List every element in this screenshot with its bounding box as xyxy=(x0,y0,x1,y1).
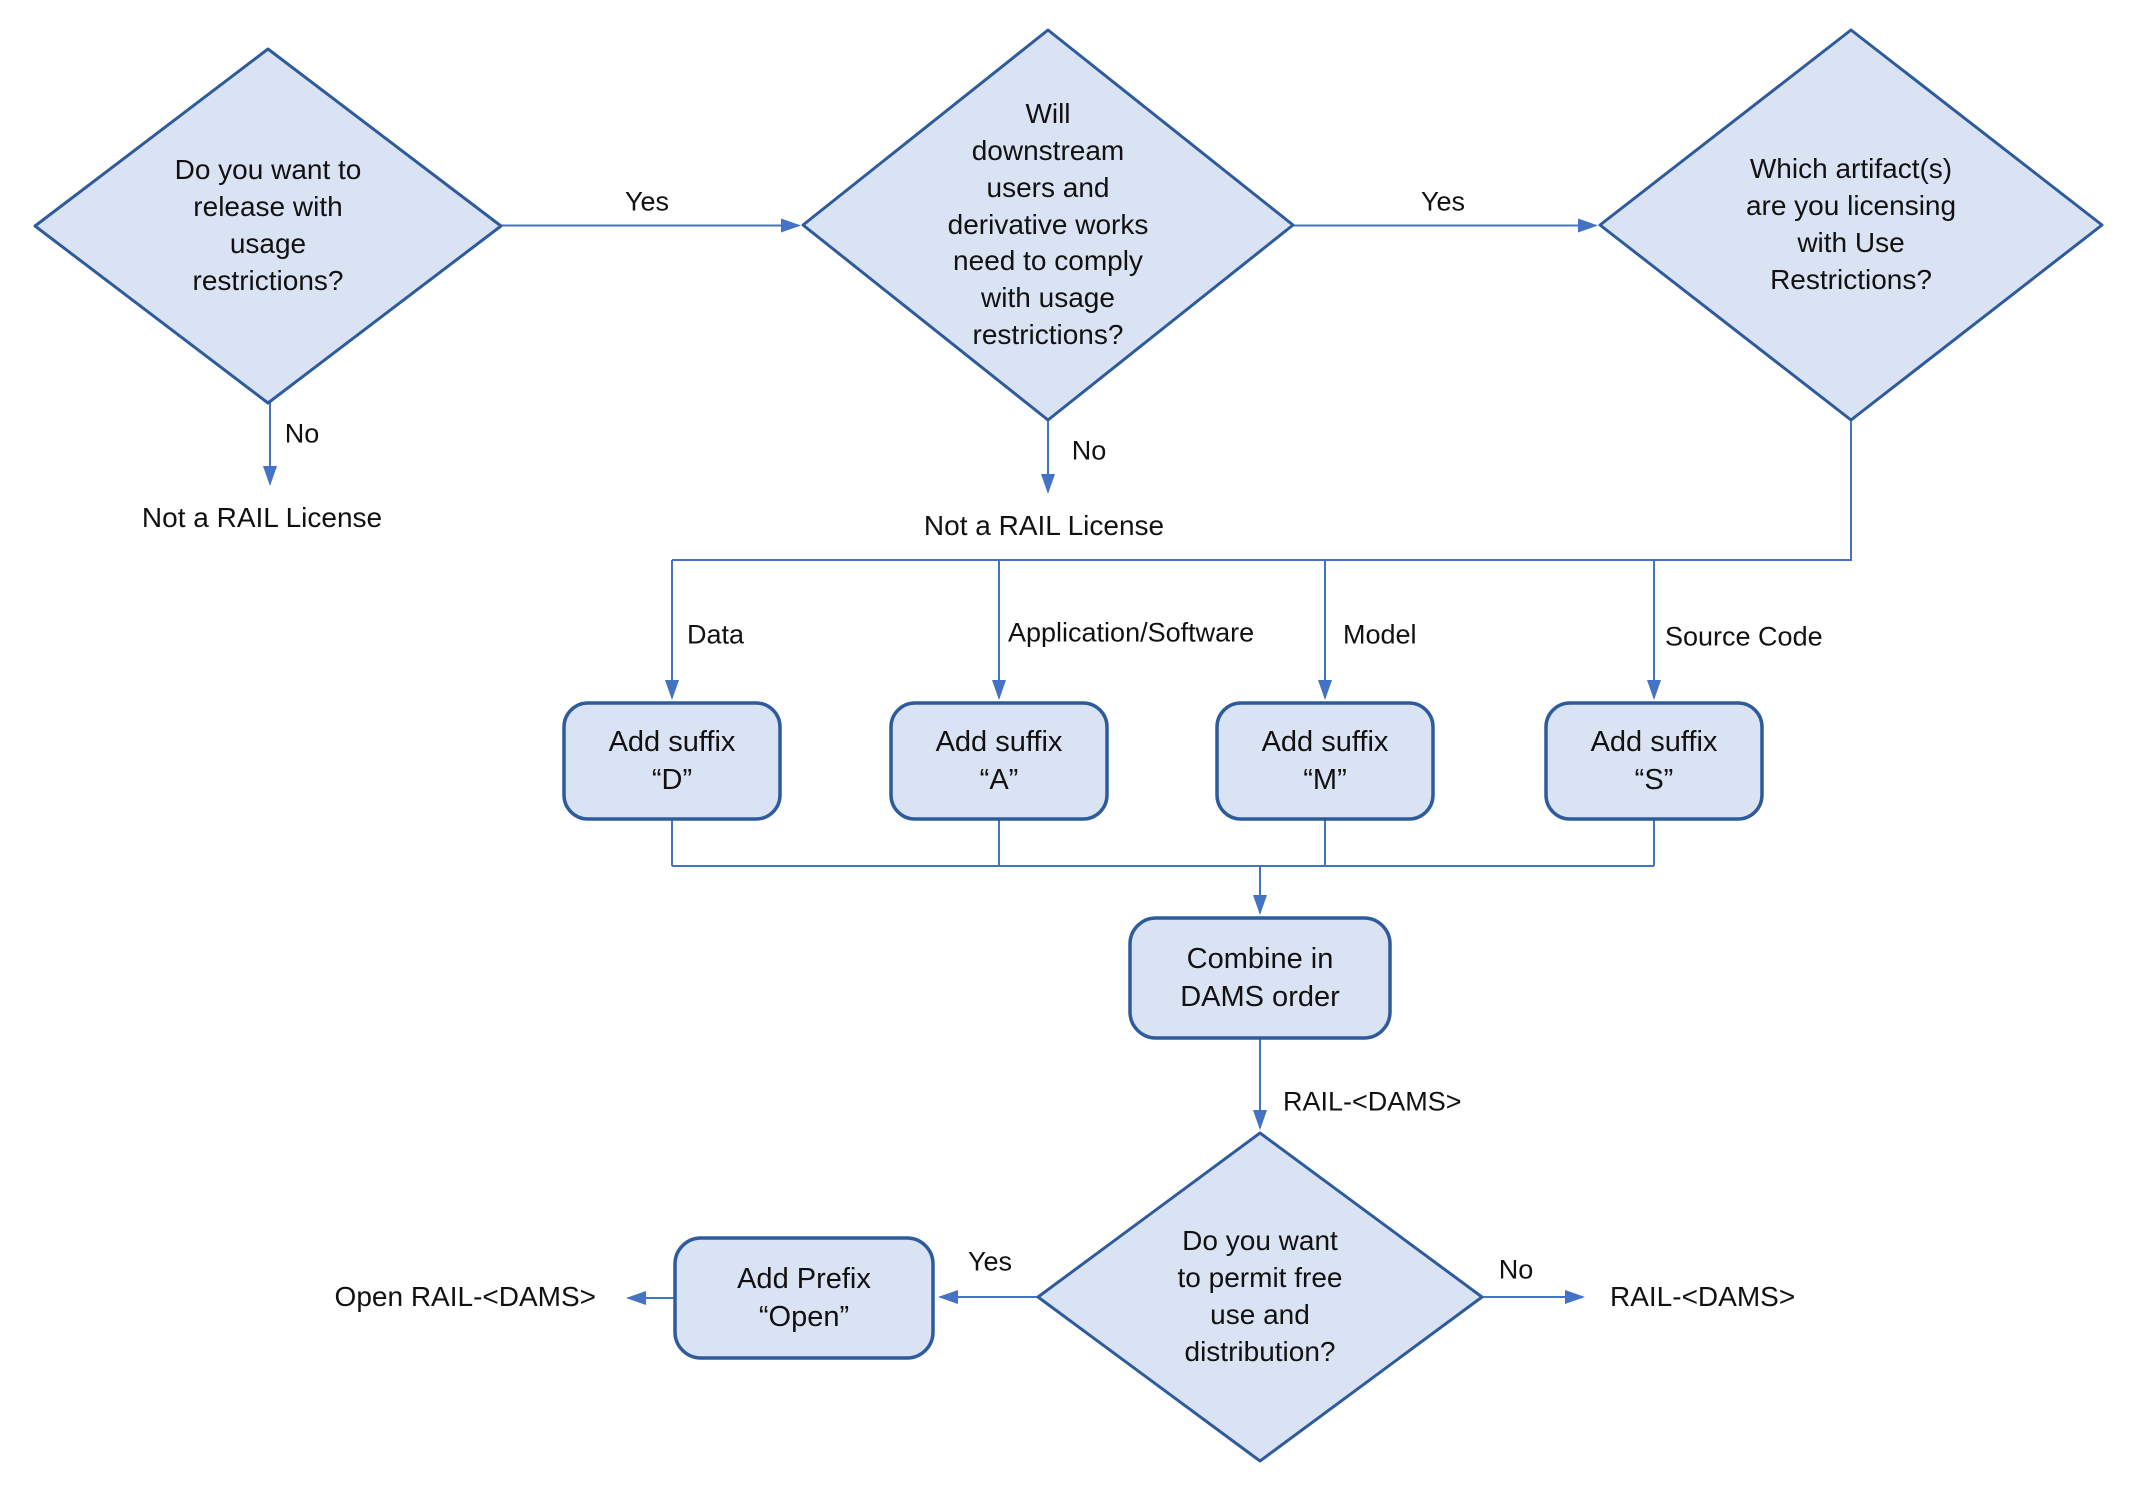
process-box-suffix-s xyxy=(1544,701,1764,821)
process-box-suffix-a xyxy=(889,701,1109,821)
process-box-suffix-m xyxy=(1215,701,1435,821)
process-label-add-prefix: Add Prefix “Open” xyxy=(737,1262,871,1333)
terminal-not-a-rail-license-1: Not a RAIL License xyxy=(141,502,383,533)
process-label-combine: Combine in DAMS order xyxy=(1180,942,1340,1013)
process-box-suffix-d xyxy=(562,701,782,821)
edge-label-q4-no: No xyxy=(1498,1254,1534,1285)
edge-label-q2-no: No xyxy=(1071,435,1107,466)
decision-diamond-free-use xyxy=(1036,1131,1484,1463)
decision-label-artifacts: Which artifact(s) are you licensing with… xyxy=(1745,153,1957,295)
decision-diamond-release xyxy=(33,47,503,405)
process-box-add-prefix xyxy=(673,1236,935,1360)
process-box-combine xyxy=(1128,916,1392,1040)
terminal-open-rail-dams: Open RAIL-<DAMS> xyxy=(334,1281,596,1312)
edge-label-application-software: Application/Software xyxy=(1008,617,1255,648)
connector-lines xyxy=(263,218,1852,1305)
process-label-suffix-s: Add suffix “S” xyxy=(1590,725,1718,796)
decision-label-release: Do you want to release with usage restri… xyxy=(174,154,362,296)
process-label-suffix-d: Add suffix “D” xyxy=(608,725,736,796)
decision-diamond-artifacts xyxy=(1598,28,2104,422)
terminal-rail-dams: RAIL-<DAMS> xyxy=(1610,1281,1796,1312)
terminal-not-a-rail-license-2: Not a RAIL License xyxy=(923,510,1165,541)
edge-label-q1-yes: Yes xyxy=(624,186,670,217)
edge-artifacts-collector xyxy=(672,420,1852,561)
decision-label-free-use: Do you want to permit free use and distr… xyxy=(1177,1225,1343,1367)
edge-label-q2-yes: Yes xyxy=(1420,186,1466,217)
edge-label-data: Data xyxy=(687,619,745,650)
decision-diamond-downstream xyxy=(801,28,1295,422)
decision-label-downstream: Will downstream users and derivative wor… xyxy=(947,97,1149,351)
decision-shapes xyxy=(33,28,2104,1463)
edge-label-q1-no: No xyxy=(284,418,320,449)
process-shapes xyxy=(562,701,1764,1360)
edge-label-source-code: Source Code xyxy=(1665,621,1823,652)
edge-label-model: Model xyxy=(1343,619,1417,650)
process-label-suffix-m: Add suffix “M” xyxy=(1261,725,1389,796)
edge-label-q4-yes: Yes xyxy=(967,1246,1013,1277)
process-label-suffix-a: Add suffix “A” xyxy=(935,725,1063,796)
edge-label-rail-dams: RAIL-<DAMS> xyxy=(1283,1086,1462,1117)
